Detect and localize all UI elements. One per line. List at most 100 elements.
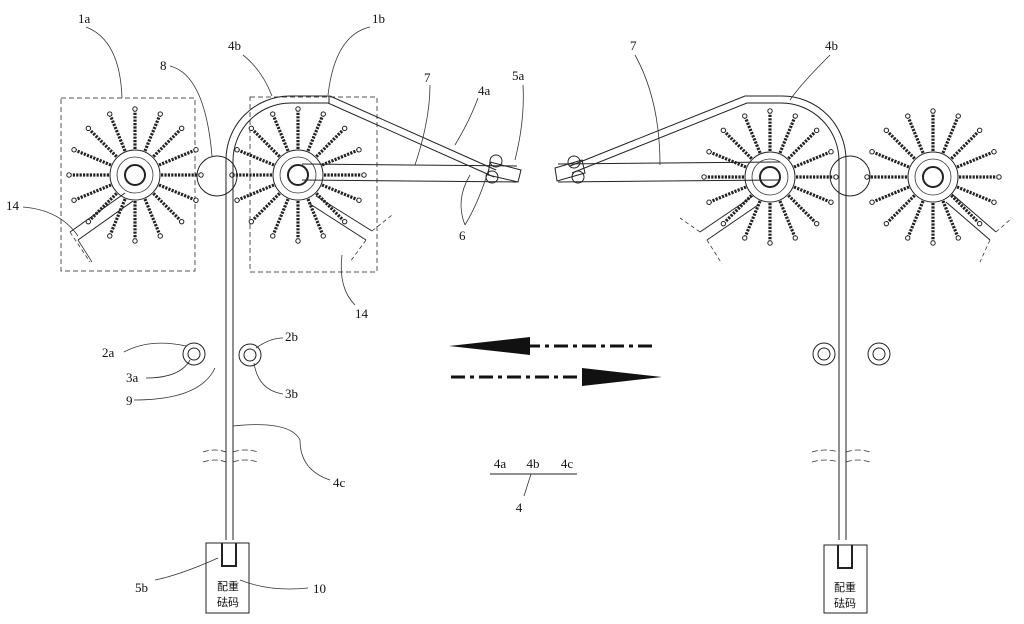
label-1a: 1a <box>78 11 91 26</box>
spoke-tip <box>883 220 890 227</box>
spoke-tip <box>996 174 1002 180</box>
roller-1b-hub-inner <box>279 156 317 194</box>
brush-spoke <box>315 192 345 222</box>
spoke-tip <box>356 147 362 153</box>
roller-1a <box>66 106 204 244</box>
spoke-tip <box>193 197 199 203</box>
spoke-tip <box>71 147 77 153</box>
label-14-right: 14 <box>355 306 369 321</box>
brush-spoke <box>873 151 910 169</box>
spoke-tip <box>341 125 348 132</box>
spoke-tip <box>356 197 362 203</box>
spoke-tip <box>869 199 875 205</box>
spoke-tip <box>991 149 997 155</box>
spoke-tip <box>742 235 748 241</box>
spoke-tip <box>720 220 727 227</box>
spoke-tip <box>295 238 301 244</box>
brush-spoke <box>238 183 275 201</box>
spoke-tip <box>361 172 367 178</box>
brush-spoke <box>152 128 182 158</box>
spoke-tip <box>341 218 348 225</box>
label-2a: 2a <box>102 345 115 360</box>
brush-spoke <box>75 149 112 167</box>
brush-spoke <box>321 183 358 201</box>
spoke-tip <box>976 220 983 227</box>
brush-spoke <box>88 128 118 158</box>
tip-5a <box>487 161 522 183</box>
spoke-tip <box>295 106 301 112</box>
roller-right-2 <box>864 108 1002 246</box>
spoke-tip <box>792 235 798 241</box>
brush-spoke <box>941 200 959 237</box>
roller-1b-spokes <box>229 106 367 244</box>
brush-spoke <box>907 200 925 237</box>
pinch-roller-b <box>238 343 262 367</box>
spoke-tip <box>767 108 773 114</box>
spoke-tip <box>813 127 820 134</box>
spoke-tip <box>720 127 727 134</box>
spoke-tip <box>229 172 235 178</box>
brush-spoke <box>778 200 796 237</box>
roller-1b-axle <box>287 164 309 186</box>
legend-4c: 4c <box>561 456 574 471</box>
spoke-tip <box>107 111 113 117</box>
spoke-tip <box>107 233 113 239</box>
brush-spoke <box>907 117 925 154</box>
brush-spoke <box>723 194 753 224</box>
legend-4a: 4a <box>494 456 507 471</box>
spoke-tip <box>234 147 240 153</box>
brush-spoke <box>251 128 281 158</box>
label-8: 8 <box>160 58 167 73</box>
brush-spoke <box>315 128 345 158</box>
spoke-tip <box>706 199 712 205</box>
break-mark-right <box>811 449 871 463</box>
plate-14-right <box>309 195 393 263</box>
box-1a <box>60 97 196 272</box>
label-5b: 5b <box>135 580 148 595</box>
spoke-tip <box>178 125 185 132</box>
plate-14-left <box>69 192 134 263</box>
spoke-tip <box>792 113 798 119</box>
weight-text-1: 配重 <box>217 579 239 593</box>
spoke-tip <box>905 235 911 241</box>
leader-lines <box>22 26 831 590</box>
spoke-tip <box>248 125 255 132</box>
left-assembly: 配重 砝码 <box>60 95 522 614</box>
brush-spoke <box>321 149 358 167</box>
brush-spoke <box>956 151 993 169</box>
plate-right-a <box>679 195 759 265</box>
roller-6-upper <box>489 154 503 168</box>
weight-text-r2: 砝码 <box>834 596 856 610</box>
brush-spoke <box>787 194 817 224</box>
brush-spoke <box>941 117 959 154</box>
label-2b: 2b <box>285 329 298 344</box>
spoke-tip <box>991 199 997 205</box>
brush-spoke <box>723 130 753 160</box>
label-10: 10 <box>313 581 326 596</box>
arm-7-right <box>554 155 781 184</box>
spoke-tip <box>930 108 936 114</box>
label-6: 6 <box>459 228 466 243</box>
brush-spoke <box>710 185 747 203</box>
brush-spoke <box>793 185 830 203</box>
brush-spoke <box>778 117 796 154</box>
brush-spoke <box>787 130 817 160</box>
right-arrow <box>451 368 662 386</box>
label-3b: 3b <box>285 386 298 401</box>
spoke-tip <box>193 147 199 153</box>
label-14-left: 14 <box>6 198 20 213</box>
spoke-tip <box>66 172 72 178</box>
label-5a: 5a <box>512 68 525 83</box>
legend-4: 4 <box>516 500 523 515</box>
brush-spoke <box>272 198 290 235</box>
brush-spoke <box>251 192 281 222</box>
spoke-tip <box>742 113 748 119</box>
spoke-tip <box>869 149 875 155</box>
legend-4: 4a 4b 4c 4 <box>490 456 577 515</box>
spoke-tip <box>85 125 92 132</box>
spoke-tip <box>157 233 163 239</box>
spoke-tip <box>828 199 834 205</box>
spoke-tip <box>905 113 911 119</box>
label-4b: 4b <box>228 38 241 53</box>
roller-1a-axle <box>124 164 146 186</box>
